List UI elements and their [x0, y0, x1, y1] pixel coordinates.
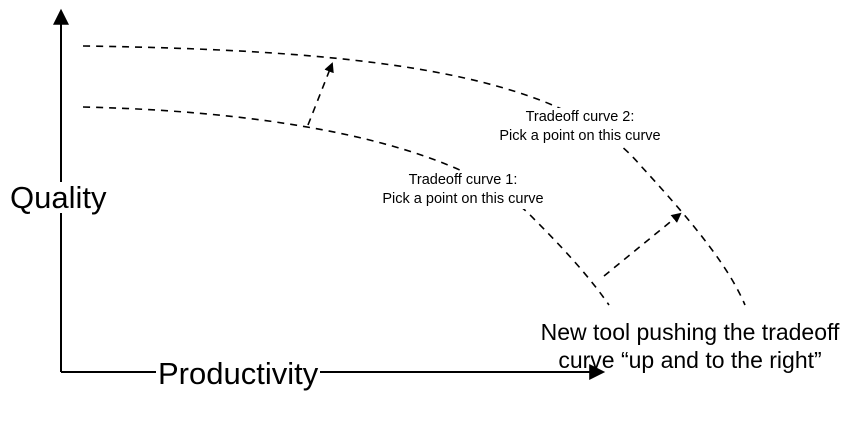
shift-arrow-upper: [307, 62, 334, 126]
shift-arrow-lower: [603, 212, 682, 277]
tradeoff-curve-1-title: Tradeoff curve 1:: [408, 172, 518, 188]
y-axis-label: Quality: [10, 180, 107, 215]
new-tool-annotation: New tool pushing the tradeoff curve “up …: [520, 318, 860, 374]
tradeoff-curve-2-label: Tradeoff curve 2: Pick a point on this c…: [460, 108, 700, 146]
new-tool-annotation-line-2: curve “up and to the right”: [558, 347, 822, 373]
tradeoff-curve-2-title: Tradeoff curve 2:: [525, 109, 635, 125]
tradeoff-curve-1-caption: Pick a point on this curve: [382, 191, 544, 207]
x-axis-label: Productivity: [156, 356, 321, 391]
tradeoff-curve-2-caption: Pick a point on this curve: [499, 128, 661, 144]
tradeoff-curve-1-label: Tradeoff curve 1: Pick a point on this c…: [343, 171, 583, 209]
new-tool-annotation-line-1: New tool pushing the tradeoff: [540, 319, 840, 345]
